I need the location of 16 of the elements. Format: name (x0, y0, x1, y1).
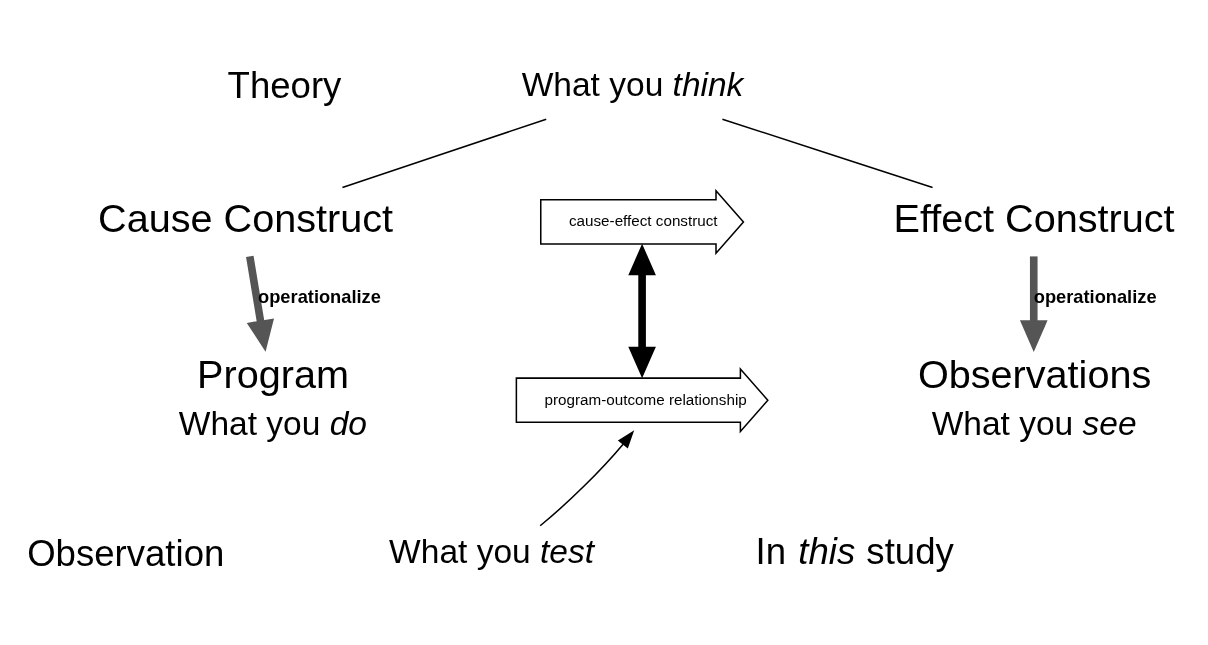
node-label: What you see (931, 404, 1137, 442)
connector (341, 118, 547, 189)
node-text: Effect Construct (893, 196, 1175, 241)
node-text: Program (197, 351, 349, 396)
node-text: Observations (917, 351, 1152, 396)
node-text: What you think (521, 65, 744, 103)
connector (721, 118, 934, 189)
node-text: Cause Construct (98, 196, 394, 241)
label: Observation (27, 532, 225, 574)
arrow (628, 243, 656, 379)
arrow (246, 255, 275, 352)
node-label: What you do (178, 404, 367, 442)
arrow (539, 430, 635, 527)
label: In this study (755, 531, 954, 573)
label: Theory (227, 65, 342, 107)
node-text: What you test (389, 533, 595, 571)
